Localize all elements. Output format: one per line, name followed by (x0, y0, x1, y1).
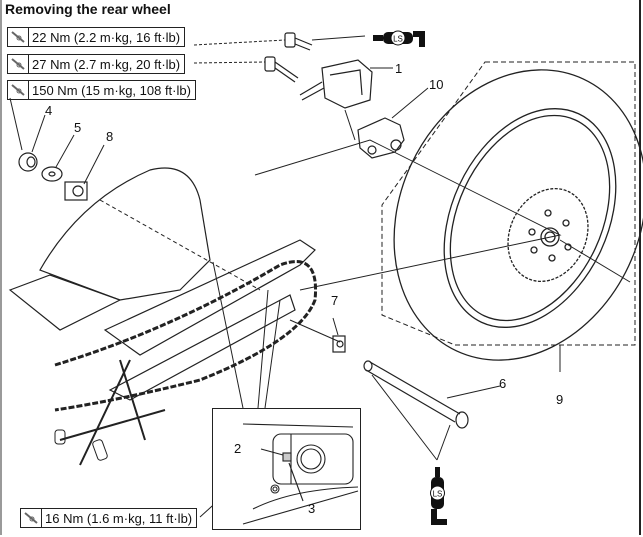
leader-line (391, 87, 429, 119)
leader-line (31, 114, 46, 153)
torque-spec-150nm: 150 Nm (15 m·kg, 108 ft·lb) (7, 80, 196, 100)
swingarm (103, 239, 316, 356)
assembly-line (254, 139, 562, 291)
caliper-bolt-lower (264, 56, 299, 83)
footpeg (54, 429, 66, 445)
lubrication-arrow (311, 35, 366, 41)
adjusting-plate-left (64, 181, 88, 201)
frame-rail-left (8, 274, 122, 331)
drive-chain (54, 260, 318, 412)
caliper-bolt-upper (284, 32, 313, 51)
torque-value: 22 Nm (2.2 m·kg, 16 ft·lb) (32, 29, 181, 45)
torque-spec-22nm: 22 Nm (2.2 m·kg, 16 ft·lb) (7, 27, 186, 47)
torque-spec-16nm: 16 Nm (1.6 m·kg, 11 ft·lb) (20, 508, 198, 528)
adjusting-plate-right (332, 335, 346, 353)
callout-8: 8 (106, 129, 114, 144)
wheel-hub (540, 227, 560, 247)
callout-6: 6 (499, 376, 507, 391)
detail-inset (212, 408, 361, 530)
callout-4: 4 (45, 103, 53, 118)
svg-text:LS: LS (433, 490, 443, 499)
leader-line (257, 289, 269, 409)
leader-line (212, 261, 244, 409)
stand-foot (92, 439, 108, 461)
torque-value: 27 Nm (2.7 m·kg, 20 ft·lb) (32, 56, 181, 72)
callout-3: 3 (308, 501, 316, 516)
washer (41, 166, 63, 182)
leader-line (446, 385, 501, 399)
svg-text:LS: LS (393, 35, 403, 44)
leader-line (9, 97, 23, 151)
brake-caliper (299, 59, 373, 109)
caliper-bracket (357, 117, 405, 159)
callout-2: 2 (234, 441, 242, 456)
leader-line (193, 39, 286, 46)
rear-wheel (393, 69, 643, 361)
axle-block (272, 433, 354, 485)
leader-line (55, 134, 75, 168)
axle-nut (18, 152, 38, 172)
leader-line (332, 317, 339, 336)
rear-axle (363, 360, 469, 429)
swingarm-lower (108, 294, 296, 401)
leader-line (83, 144, 105, 185)
leader-line (264, 299, 281, 409)
callout-1: 1 (395, 61, 403, 76)
callout-9: 9 (556, 392, 564, 407)
rear-stand (59, 359, 166, 466)
torque-value: 16 Nm (1.6 m·kg, 11 ft·lb) (45, 510, 193, 526)
leader-line (344, 109, 356, 141)
assembly-line (289, 319, 341, 343)
lubrication-arrow (436, 424, 451, 461)
rear-fender (39, 167, 211, 301)
callout-10: 10 (429, 77, 444, 92)
wheel-group-box (381, 61, 636, 346)
leader-line (193, 61, 266, 64)
torque-wrench-icon (8, 81, 29, 99)
section-title: Removing the rear wheel (5, 1, 171, 17)
lubrication-arrow (371, 374, 438, 461)
torque-wrench-icon (8, 28, 29, 46)
assembly-line (99, 199, 261, 291)
torque-wrench-icon (8, 55, 29, 73)
callout-7: 7 (331, 293, 339, 308)
sprocket (507, 187, 589, 283)
torque-wrench-icon (21, 509, 42, 527)
axle-centerline (559, 239, 631, 283)
grease-gun-icon: LS (373, 30, 425, 47)
grease-gun-icon: LS (430, 467, 447, 525)
adjusting-bolt (282, 452, 292, 462)
torque-value: 150 Nm (15 m·kg, 108 ft·lb) (32, 82, 191, 98)
torque-spec-27nm: 27 Nm (2.7 m·kg, 20 ft·lb) (7, 54, 186, 74)
callout-5: 5 (74, 120, 82, 135)
